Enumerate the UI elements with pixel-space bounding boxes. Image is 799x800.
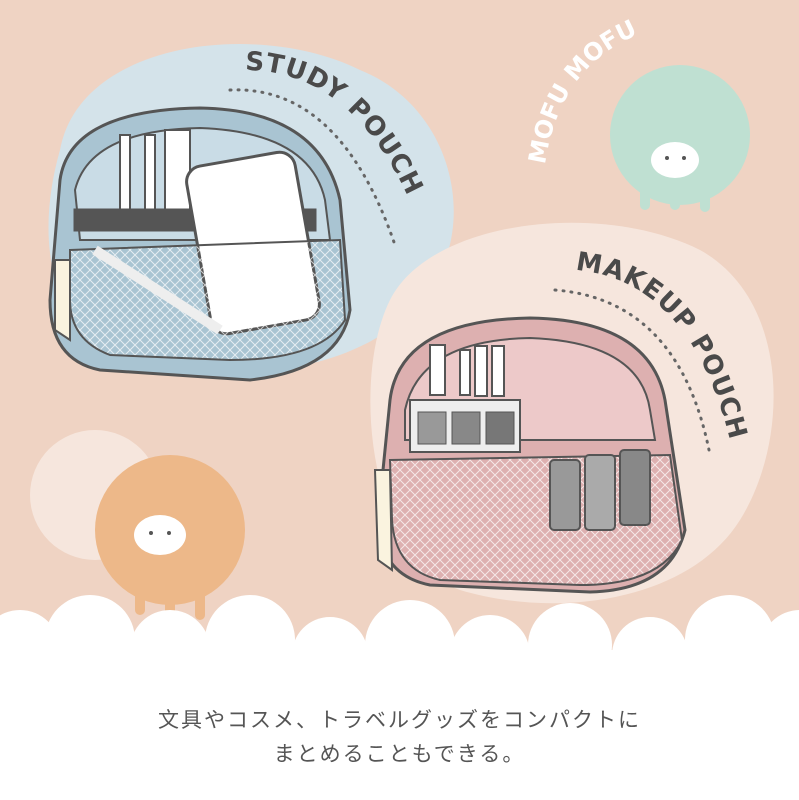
makeup-dotted-line bbox=[553, 288, 712, 457]
study-pouch bbox=[48, 106, 352, 382]
caption-line-2: まとめることもできる。 bbox=[273, 742, 526, 766]
makeup-pouch bbox=[373, 316, 687, 594]
orange-sheep bbox=[95, 455, 245, 620]
cloud-border bbox=[0, 595, 799, 800]
mint-sheep bbox=[610, 65, 750, 212]
study-dotted-line bbox=[228, 88, 397, 247]
caption: 文具やコスメ、トラベルグッズをコンパクトに まとめることもできる。 bbox=[0, 703, 799, 771]
caption-line-1: 文具やコスメ、トラベルグッズをコンパクトに bbox=[158, 708, 641, 732]
